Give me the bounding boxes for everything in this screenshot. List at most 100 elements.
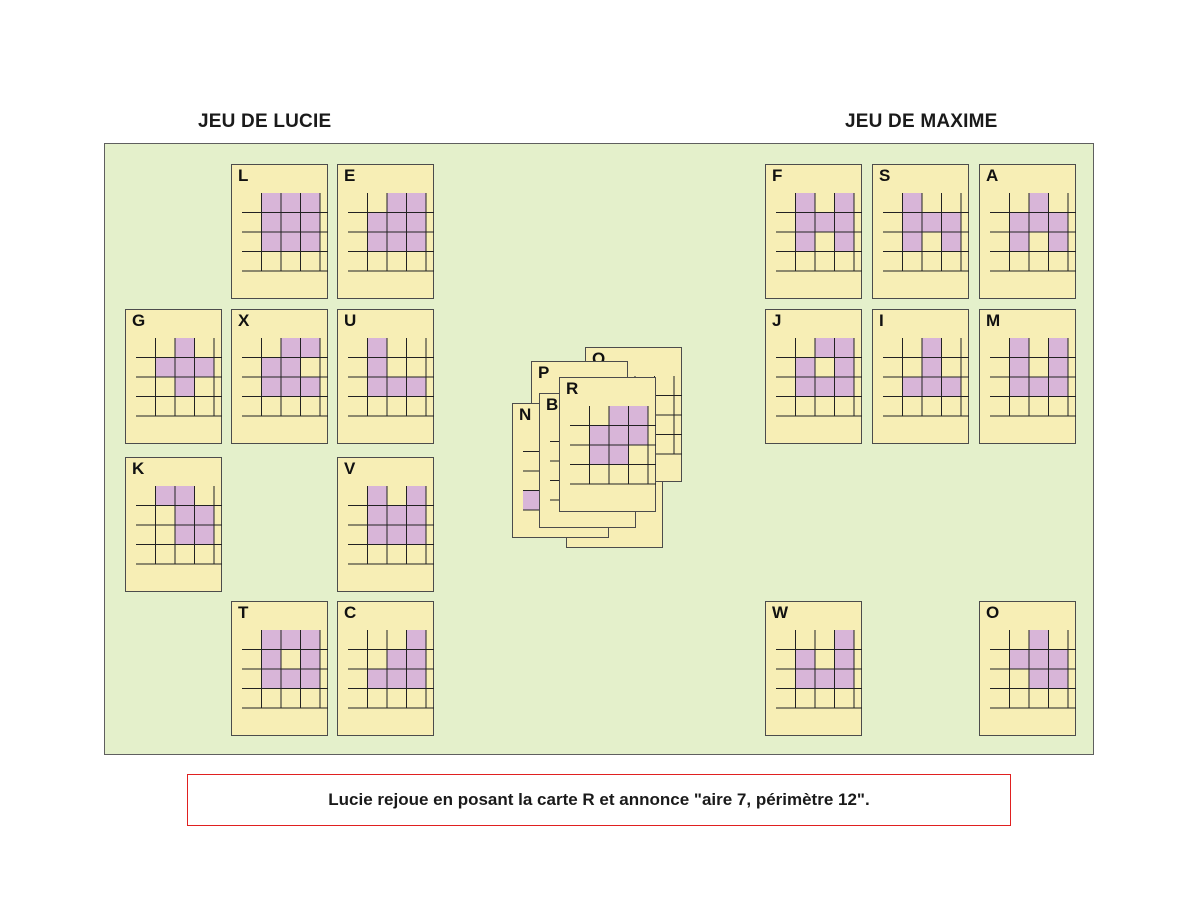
filled-cell	[281, 630, 301, 650]
card-grid	[242, 338, 328, 417]
filled-cell	[406, 630, 426, 650]
card-letter: I	[879, 311, 884, 330]
filled-cell	[406, 505, 426, 525]
filled-cell	[175, 525, 195, 545]
filled-cell	[902, 212, 922, 232]
message-text: Lucie rejoue en posant la carte R et ann…	[328, 790, 870, 809]
filled-cell	[300, 669, 320, 689]
card-m[interactable]: M	[979, 309, 1076, 444]
filled-cell	[834, 357, 854, 377]
card-grid	[348, 193, 434, 272]
card-letter: L	[238, 166, 249, 185]
filled-cell	[1009, 357, 1029, 377]
filled-cell	[1029, 212, 1049, 232]
card-v[interactable]: V	[337, 457, 434, 592]
card-letter: F	[772, 166, 783, 185]
pile-card-r[interactable]: R	[559, 377, 656, 512]
filled-cell	[406, 232, 426, 252]
card-grid	[990, 338, 1076, 417]
filled-cell	[387, 193, 407, 213]
card-letter: V	[344, 459, 356, 478]
filled-cell	[155, 357, 175, 377]
card-letter: S	[879, 166, 891, 185]
card-grid	[348, 338, 434, 417]
card-grid	[990, 630, 1076, 709]
card-k[interactable]: K	[125, 457, 222, 592]
filled-cell	[815, 669, 835, 689]
filled-cell	[261, 669, 281, 689]
filled-cell	[1009, 377, 1029, 397]
filled-cell	[815, 212, 835, 232]
card-j[interactable]: J	[765, 309, 862, 444]
filled-cell	[1029, 630, 1049, 650]
filled-cell	[922, 338, 942, 358]
filled-cell	[367, 338, 387, 358]
card-o[interactable]: O	[979, 601, 1076, 736]
filled-cell	[387, 669, 407, 689]
card-i[interactable]: I	[872, 309, 969, 444]
filled-cell	[922, 377, 942, 397]
filled-cell	[406, 486, 426, 506]
filled-cell	[261, 357, 281, 377]
filled-cell	[367, 486, 387, 506]
card-letter: G	[132, 311, 146, 330]
filled-cell	[406, 193, 426, 213]
card-f[interactable]: F	[765, 164, 862, 299]
filled-cell	[1048, 357, 1068, 377]
filled-cell	[281, 193, 301, 213]
card-grid	[348, 630, 434, 709]
filled-cell	[175, 505, 195, 525]
filled-cell	[194, 505, 214, 525]
card-letter: K	[132, 459, 145, 478]
filled-cell	[1048, 377, 1068, 397]
filled-cell	[795, 232, 815, 252]
filled-cell	[902, 377, 922, 397]
card-grid	[776, 193, 862, 272]
card-letter: W	[772, 603, 789, 622]
card-grid	[136, 338, 222, 417]
filled-cell	[387, 525, 407, 545]
filled-cell	[1009, 212, 1029, 232]
card-x[interactable]: X	[231, 309, 328, 444]
card-s[interactable]: S	[872, 164, 969, 299]
card-a[interactable]: A	[979, 164, 1076, 299]
card-letter: X	[238, 311, 250, 330]
card-g[interactable]: G	[125, 309, 222, 444]
card-c[interactable]: C	[337, 601, 434, 736]
filled-cell	[941, 232, 961, 252]
filled-cell	[175, 338, 195, 358]
card-u[interactable]: U	[337, 309, 434, 444]
filled-cell	[628, 425, 648, 445]
card-letter: N	[519, 405, 532, 424]
filled-cell	[1029, 377, 1049, 397]
card-letter: E	[344, 166, 356, 185]
filled-cell	[300, 338, 320, 358]
filled-cell	[281, 338, 301, 358]
filled-cell	[609, 406, 629, 426]
filled-cell	[834, 669, 854, 689]
filled-cell	[628, 406, 648, 426]
card-l[interactable]: L	[231, 164, 328, 299]
filled-cell	[815, 377, 835, 397]
card-grid	[242, 193, 328, 272]
filled-cell	[194, 357, 214, 377]
filled-cell	[795, 669, 815, 689]
card-grid	[883, 338, 969, 417]
card-t[interactable]: T	[231, 601, 328, 736]
filled-cell	[1048, 232, 1068, 252]
filled-cell	[387, 212, 407, 232]
card-e[interactable]: E	[337, 164, 434, 299]
filled-cell	[834, 630, 854, 650]
card-letter: C	[344, 603, 357, 622]
filled-cell	[367, 525, 387, 545]
card-grid	[776, 630, 862, 709]
card-letter: P	[538, 363, 550, 382]
card-w[interactable]: W	[765, 601, 862, 736]
filled-cell	[589, 445, 609, 465]
filled-cell	[281, 669, 301, 689]
filled-cell	[795, 649, 815, 669]
filled-cell	[281, 377, 301, 397]
filled-cell	[261, 630, 281, 650]
filled-cell	[795, 377, 815, 397]
